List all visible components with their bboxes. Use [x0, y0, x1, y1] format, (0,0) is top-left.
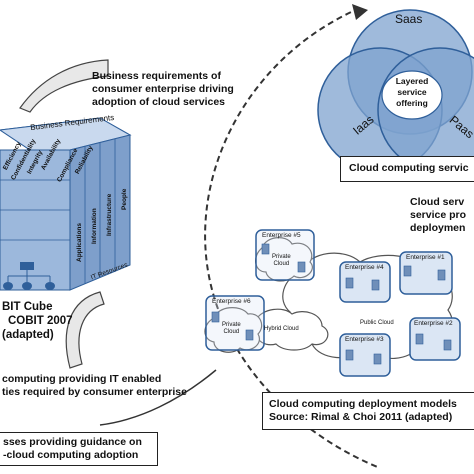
deployment-caption-line1: Cloud computing deployment models: [269, 398, 457, 410]
top-curved-arrow: [19, 59, 109, 113]
process-node: [22, 282, 32, 290]
enterprise-3-label: Enterprise #3: [345, 336, 384, 343]
top-text-line3: adoption of cloud services: [92, 96, 226, 108]
bottom-text: computing providing IT enabled ties requ…: [2, 373, 187, 399]
lower-arc: [99, 369, 217, 426]
process-node: [3, 282, 13, 290]
enterprise-4-box: [339, 261, 391, 303]
right-side-text: Cloud serv service pro deploymen: [410, 196, 466, 235]
service-caption: Cloud computing servic: [349, 162, 469, 174]
enterprise-6-label: Enterprise #6: [212, 298, 251, 305]
top-text-line2: consumer enterprise driving: [92, 83, 234, 95]
enterprise-1-label: Enterprise #1: [406, 254, 445, 261]
server-icons: [211, 243, 452, 365]
service-caption-box: Cloud computing servic: [340, 156, 474, 182]
cobit-caption-line3: (adapted): [2, 329, 54, 341]
enterprise-5-label: Enterprise #5: [262, 232, 301, 239]
enterprise-2-label: Enterprise #2: [414, 320, 453, 327]
venn-center-label: Layered service offering: [386, 76, 438, 109]
guidance-box: sses providing guidance on -cloud comput…: [0, 432, 158, 466]
right-text-line1: Cloud serv: [410, 196, 465, 208]
private-cloud-top-label: Private Cloud: [272, 254, 291, 267]
venn-center-line3: offering: [396, 98, 428, 108]
right-text-line3: deploymen: [410, 222, 466, 234]
private-cloud-left-label: Private Cloud: [222, 322, 241, 335]
deployment-caption: Cloud computing deployment models Source…: [269, 398, 457, 424]
guidance-line2: -cloud computing adoption: [3, 449, 139, 461]
hybrid-cloud-label: Hybrid Cloud: [264, 326, 299, 332]
deployment-caption-box: Cloud computing deployment models Source…: [262, 392, 474, 430]
venn-center: [381, 70, 443, 120]
cobit-caption: BIT Cube COBIT 2007 (adapted): [2, 300, 73, 342]
guidance-text: sses providing guidance on -cloud comput…: [3, 436, 142, 462]
cycle-arrowhead: [352, 4, 368, 20]
enterprise-3-box: [339, 333, 391, 377]
guidance-line1: sses providing guidance on: [3, 436, 142, 448]
public-cloud-label: Public Cloud: [360, 320, 394, 326]
process-node: [45, 282, 55, 290]
business-requirements-text: Business requirements of consumer enterp…: [92, 70, 234, 109]
right-text-line2: service pro: [410, 209, 467, 221]
enterprise-1-box: [399, 251, 453, 295]
venn-center-line1: Layered: [395, 76, 429, 86]
top-text-line1: Business requirements of: [92, 70, 221, 82]
bottom-text-line2: ties required by consumer enterprise: [2, 386, 187, 398]
cobit-caption-line1: BIT Cube: [2, 301, 53, 313]
process-root: [20, 262, 34, 270]
hybrid-cloud-shape: [253, 308, 329, 351]
cobit-caption-line2: COBIT 2007: [8, 315, 73, 327]
deployment-caption-line2: Source: Rimal & Choi 2011 (adapted): [269, 411, 453, 423]
enterprise-4-label: Enterprise #4: [345, 264, 384, 271]
saas-label: Saas: [395, 12, 423, 26]
bottom-text-line1: computing providing IT enabled: [2, 373, 162, 385]
bottom-curved-arrow: [65, 291, 105, 369]
venn-center-line2: service: [397, 87, 427, 97]
